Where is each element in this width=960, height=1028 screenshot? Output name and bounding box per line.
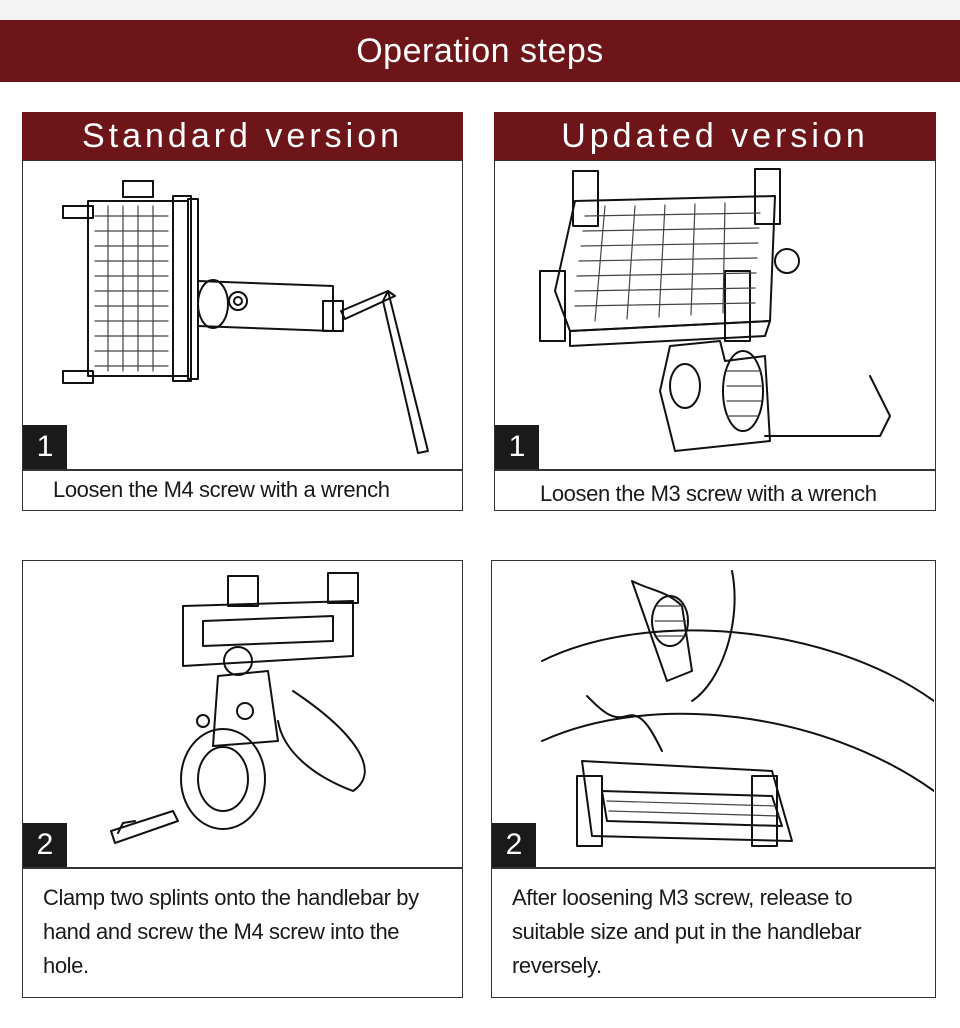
step-number-badge: 2 [492,823,536,867]
step-panel-updated-2: 2 After loosening M3 screw, release to s… [491,560,936,998]
step-caption: Clamp two splints onto the handlebar by … [43,885,419,978]
step-number-badge: 1 [495,425,539,469]
caption-divider [495,469,935,471]
top-strip [0,0,960,20]
updated-holder-wrench-illustration [539,168,891,452]
grip-texture [94,205,169,372]
step-caption: Loosen the M3 screw with a wrench [540,481,877,506]
step-caption: Loosen the M4 screw with a wrench [53,477,390,502]
step-panel-updated-1: 1 Loosen the M3 screw with a wrench [494,160,936,511]
caption-divider [23,469,462,471]
updated-version-header: Updated version [494,112,936,160]
page-title: Operation steps [0,20,960,82]
updated-reverse-mount-illustration [541,570,934,847]
standard-version-header: Standard version [22,112,463,160]
step-panel-standard-2: 2 Clamp two splints onto the handlebar b… [22,560,463,998]
grip-texture [574,202,761,322]
caption-divider [492,867,935,869]
step-panel-standard-1: 1 Loosen the M4 screw with a wrench [22,160,463,511]
standard-clamp-handlebar-illustration [110,572,366,844]
caption-divider [23,867,462,869]
standard-holder-wrench-illustration [62,180,429,454]
step-caption: After loosening M3 screw, release to sui… [512,885,862,978]
step-number-badge: 2 [23,823,67,867]
step-number-badge: 1 [23,425,67,469]
